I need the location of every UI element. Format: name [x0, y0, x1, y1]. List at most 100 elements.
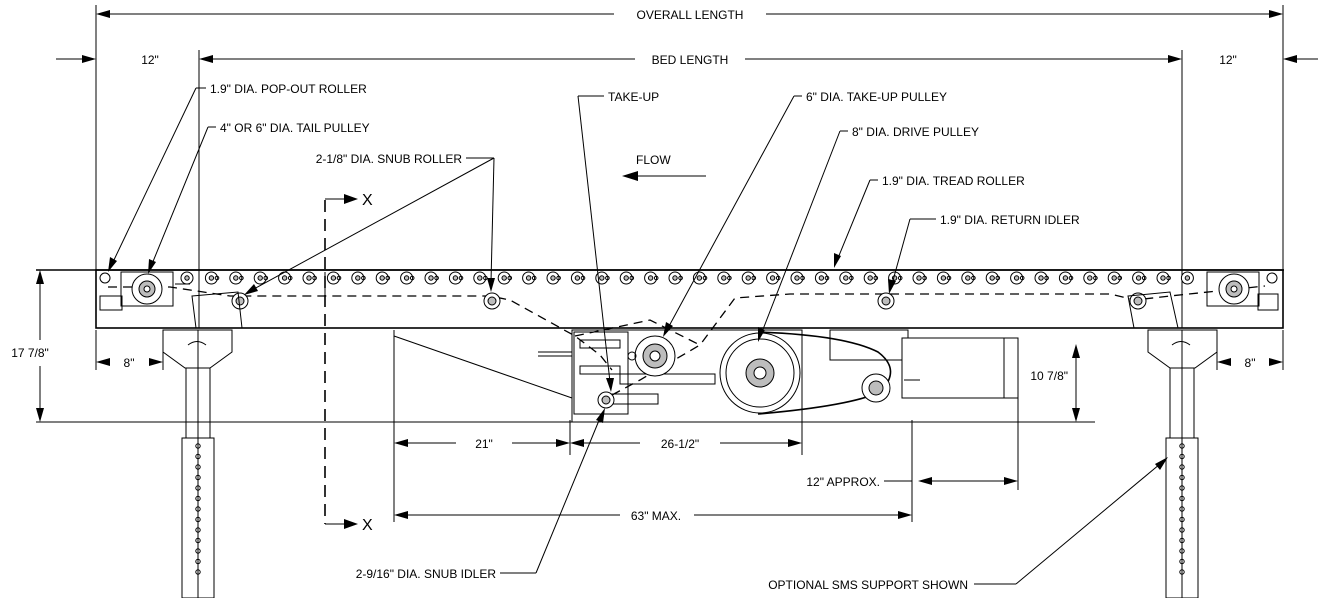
tread-roller-axle [257, 275, 263, 281]
tread-roller-axle [1013, 275, 1020, 281]
bed-hole [385, 275, 391, 281]
overall-length-dimension: OVERALL LENGTH [95, 5, 1284, 272]
bed-hole [1068, 275, 1074, 281]
tread-roller-axle [599, 275, 605, 281]
bed-hole [434, 275, 439, 281]
bed-hole [1093, 275, 1098, 281]
bed-hole [653, 275, 659, 281]
twelve-approx-dimension: 12" APPROX. [806, 398, 1019, 522]
tread-roller-axle [989, 275, 995, 281]
tread-roller-axle [379, 275, 385, 281]
tread-roller-axle [940, 275, 947, 281]
tread-roller-axle [477, 275, 483, 281]
bed-hole [946, 275, 952, 281]
left-support [162, 329, 233, 598]
bed-length-dimension: BED LENGTH [198, 50, 1183, 272]
bed-hole [580, 275, 586, 281]
bed-hole [239, 275, 244, 281]
section-top-label: X [362, 192, 373, 209]
bed-hole [1117, 275, 1123, 281]
callout-sms-support: OPTIONAL SMS SUPPORT SHOWN [768, 457, 1168, 592]
callout-snub-roller: 2-1/8" DIA. SNUB ROLLER [244, 152, 495, 295]
tread-roller-axle [525, 275, 532, 281]
bed-hole [922, 275, 927, 281]
bed-hole [629, 275, 635, 281]
tread-roller-axle [1184, 275, 1191, 281]
bed-hole [605, 275, 610, 281]
leg-adjust-hole [195, 474, 201, 481]
bed-hole [800, 275, 805, 281]
tread-roller-axle [721, 275, 727, 281]
bed-hole [849, 275, 854, 281]
tread-roller-axle [696, 275, 703, 281]
leg-adjust-hole [195, 548, 201, 554]
tread-roller-axle [916, 275, 922, 281]
bed-hole [897, 275, 903, 281]
tread-roller-axle [965, 275, 971, 281]
section-bottom-label: X [362, 517, 373, 534]
height-label: 17 7/8" [11, 346, 49, 360]
right-leg-holes [1179, 443, 1185, 575]
dim-26-half-label: 26-1/2" [661, 437, 699, 451]
leg-adjust-hole [1179, 464, 1185, 470]
drive-height-label: 10 7/8" [1030, 369, 1068, 383]
leg-adjust-hole [195, 537, 201, 544]
tread-roller-axle [403, 275, 410, 281]
bed-hole [751, 275, 757, 281]
callout-drive-pulley: 8" DIA. DRIVE PULLEY [758, 125, 979, 342]
tread-roller-axle [818, 275, 825, 281]
leg-adjust-hole [1179, 495, 1185, 502]
left-leg-holes [195, 443, 201, 575]
tail-pulley-label: 4" OR 6" DIA. TAIL PULLEY [220, 121, 370, 135]
tread-roller-axle [769, 275, 776, 281]
bed-hole [873, 275, 879, 281]
bed-hole [263, 275, 269, 281]
leg-adjust-hole [195, 569, 201, 575]
tread-roller-axle [1038, 275, 1044, 281]
tread-roller-axle [550, 275, 556, 281]
sixty-three-max-label: 63" MAX. [631, 509, 681, 523]
snub-roller-label: 2-1/8" DIA. SNUB ROLLER [316, 152, 463, 166]
leg-adjust-hole [1179, 548, 1185, 554]
section-x-marker: X X [324, 192, 373, 534]
bed-hole [727, 275, 732, 281]
belt-drive-path [574, 319, 701, 346]
leg-adjust-hole [195, 516, 201, 523]
sixty-three-max-dimension: 63" MAX. [394, 509, 912, 523]
leg-adjust-hole [195, 527, 201, 533]
callout-take-up-pulley: 6" DIA. TAKE-UP PULLEY [663, 90, 947, 337]
tread-roller-axle [306, 275, 312, 281]
belt-return-path [108, 285, 1266, 396]
sms-support-label: OPTIONAL SMS SUPPORT SHOWN [768, 578, 968, 592]
tread-roller-label: 1.9" DIA. TREAD ROLLER [882, 174, 1025, 188]
snub-idler-label: 2-9/16" DIA. SNUB IDLER [356, 567, 497, 581]
overall-length-label: OVERALL LENGTH [637, 8, 744, 22]
bed-hole [702, 275, 708, 281]
bed-hole [531, 275, 537, 281]
tread-roller-axle [281, 275, 288, 281]
leg-adjust-hole [1179, 537, 1185, 544]
left-tail-pulley-assembly [99, 271, 190, 311]
tread-roller-axle [672, 275, 678, 281]
bed-hole [361, 275, 366, 281]
leg-adjust-hole [195, 443, 201, 449]
bed-hole [1044, 275, 1049, 281]
tread-roller-axle [1135, 275, 1142, 281]
return-idler-label: 1.9" DIA. RETURN IDLER [940, 213, 1080, 227]
overhang-dimensions: 12" 12" [56, 53, 1318, 67]
bed-hole [775, 275, 781, 281]
left-leg-offset-label: 8" [124, 356, 135, 370]
bed-hole [214, 275, 220, 281]
bed-hole [1166, 275, 1171, 281]
snub-rollers [231, 292, 1147, 310]
callout-tail-pulley: 4" OR 6" DIA. TAIL PULLEY [148, 121, 370, 274]
tread-roller-axle [843, 275, 849, 281]
conveyor-bed [36, 269, 1284, 329]
callout-return-idler: 1.9" DIA. RETURN IDLER [888, 213, 1080, 294]
bed-hole [336, 275, 342, 281]
popout-roller-label: 1.9" DIA. POP-OUT ROLLER [210, 82, 367, 96]
drive-height-dimension: 10 7/8" [1030, 344, 1080, 422]
leg-offset-dimensions: 8" 8" [95, 330, 1284, 370]
bed-hole [971, 275, 976, 281]
